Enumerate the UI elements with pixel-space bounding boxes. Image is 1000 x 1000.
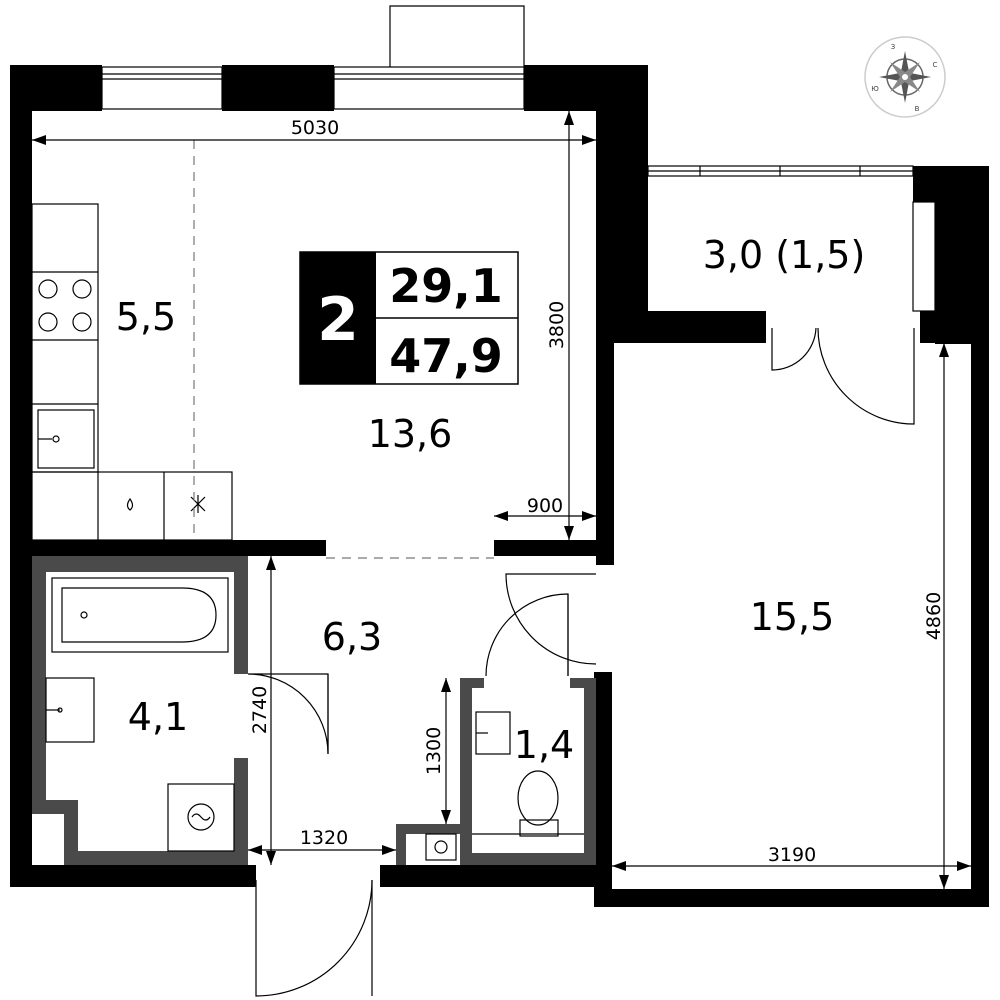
- dim-width-bedroom: 3190: [768, 844, 816, 866]
- dim-door-gap: 900: [527, 495, 563, 517]
- compass-south: В: [915, 105, 920, 113]
- room-area-bedroom: 15,5: [750, 595, 835, 639]
- dim-height-living: 3800: [546, 301, 568, 349]
- compass-north: З: [891, 43, 896, 51]
- walls: [10, 65, 989, 907]
- stove-icon: [38, 279, 92, 332]
- dim-width-living: 5030: [291, 117, 339, 139]
- dim-height-toilet: 1300: [423, 727, 445, 775]
- wet-zone-walls: [32, 556, 596, 865]
- washing-machine-icon: [167, 783, 235, 852]
- compass-icon: З С В Ю: [864, 36, 946, 118]
- compass-east: С: [933, 61, 938, 69]
- dimension-lines: [32, 111, 971, 889]
- fridge-icon: [190, 495, 206, 513]
- room-area-balcony: 3,0 (1,5): [703, 233, 866, 277]
- dim-height-bedroom: 4860: [923, 592, 945, 640]
- dim-height-hallway: 2740: [249, 686, 271, 734]
- kitchen-sink-icon: [37, 409, 95, 469]
- badge-room-count: 2: [317, 285, 359, 355]
- apartment-badge: 2 29,1 47,9: [299, 251, 519, 385]
- badge-total-area: 47,9: [389, 329, 503, 383]
- toilet-fixtures: [425, 711, 584, 861]
- room-area-hallway: 6,3: [322, 615, 382, 659]
- room-area-bathroom: 4,1: [128, 695, 188, 739]
- shaft-icon: [425, 833, 457, 861]
- dishwasher-icon: [126, 497, 134, 511]
- room-area-toilet: 1,4: [514, 723, 574, 767]
- dim-width-hallway: 1320: [300, 827, 348, 849]
- toilet-icon: [517, 770, 559, 837]
- kitchen-units: [31, 203, 233, 541]
- room-area-living-room: 13,6: [368, 412, 453, 456]
- room-area-kitchen: 5,5: [116, 295, 176, 339]
- badge-living-area: 29,1: [389, 259, 503, 313]
- bathroom-fixtures: [45, 577, 235, 852]
- doors: [247, 327, 915, 997]
- compass-west: Ю: [871, 85, 879, 93]
- bathtub-icon: [51, 577, 229, 653]
- windows: [101, 5, 936, 312]
